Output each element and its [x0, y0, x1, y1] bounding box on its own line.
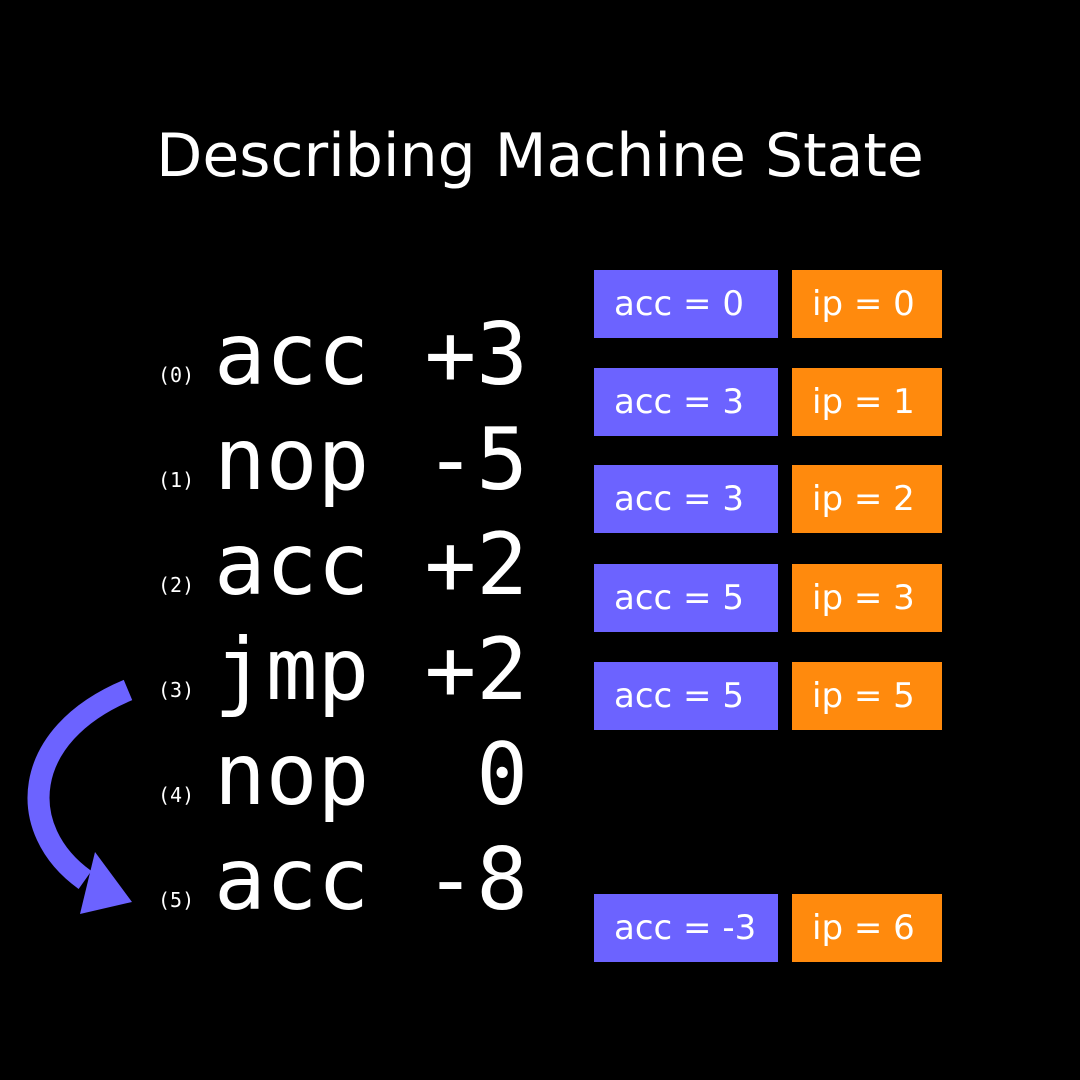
- acc-state-box: acc = 0: [594, 270, 778, 338]
- instruction-arg: +2: [424, 620, 528, 720]
- acc-state-box: acc = 3: [594, 465, 778, 533]
- instruction-arg: +3: [424, 305, 528, 405]
- instruction-op: acc: [214, 830, 370, 930]
- line-index: (1): [158, 468, 195, 492]
- line-index: (3): [158, 678, 195, 702]
- instruction-arg: -8: [424, 830, 528, 930]
- ip-state-box: ip = 6: [792, 894, 942, 962]
- instruction-arg: -5: [424, 410, 528, 510]
- ip-state-box: ip = 0: [792, 270, 942, 338]
- ip-state-box: ip = 5: [792, 662, 942, 730]
- instruction-op: nop: [214, 410, 370, 510]
- acc-state-box: acc = 5: [594, 662, 778, 730]
- acc-state-box: acc = -3: [594, 894, 778, 962]
- jump-arrow-curve: [27, 679, 133, 889]
- jump-arrow-head: [80, 852, 132, 914]
- line-index: (4): [158, 783, 195, 807]
- line-index: (5): [158, 888, 195, 912]
- line-index: (0): [158, 363, 195, 387]
- instruction-arg: 0: [476, 725, 528, 825]
- acc-state-box: acc = 5: [594, 564, 778, 632]
- instruction-op: jmp: [214, 620, 370, 720]
- instruction-arg: +2: [424, 515, 528, 615]
- instruction-op: acc: [214, 515, 370, 615]
- instruction-op: acc: [214, 305, 370, 405]
- acc-state-box: acc = 3: [594, 368, 778, 436]
- ip-state-box: ip = 3: [792, 564, 942, 632]
- line-index: (2): [158, 573, 195, 597]
- ip-state-box: ip = 2: [792, 465, 942, 533]
- instruction-op: nop: [214, 725, 370, 825]
- slide-title: Describing Machine State: [156, 121, 924, 191]
- ip-state-box: ip = 1: [792, 368, 942, 436]
